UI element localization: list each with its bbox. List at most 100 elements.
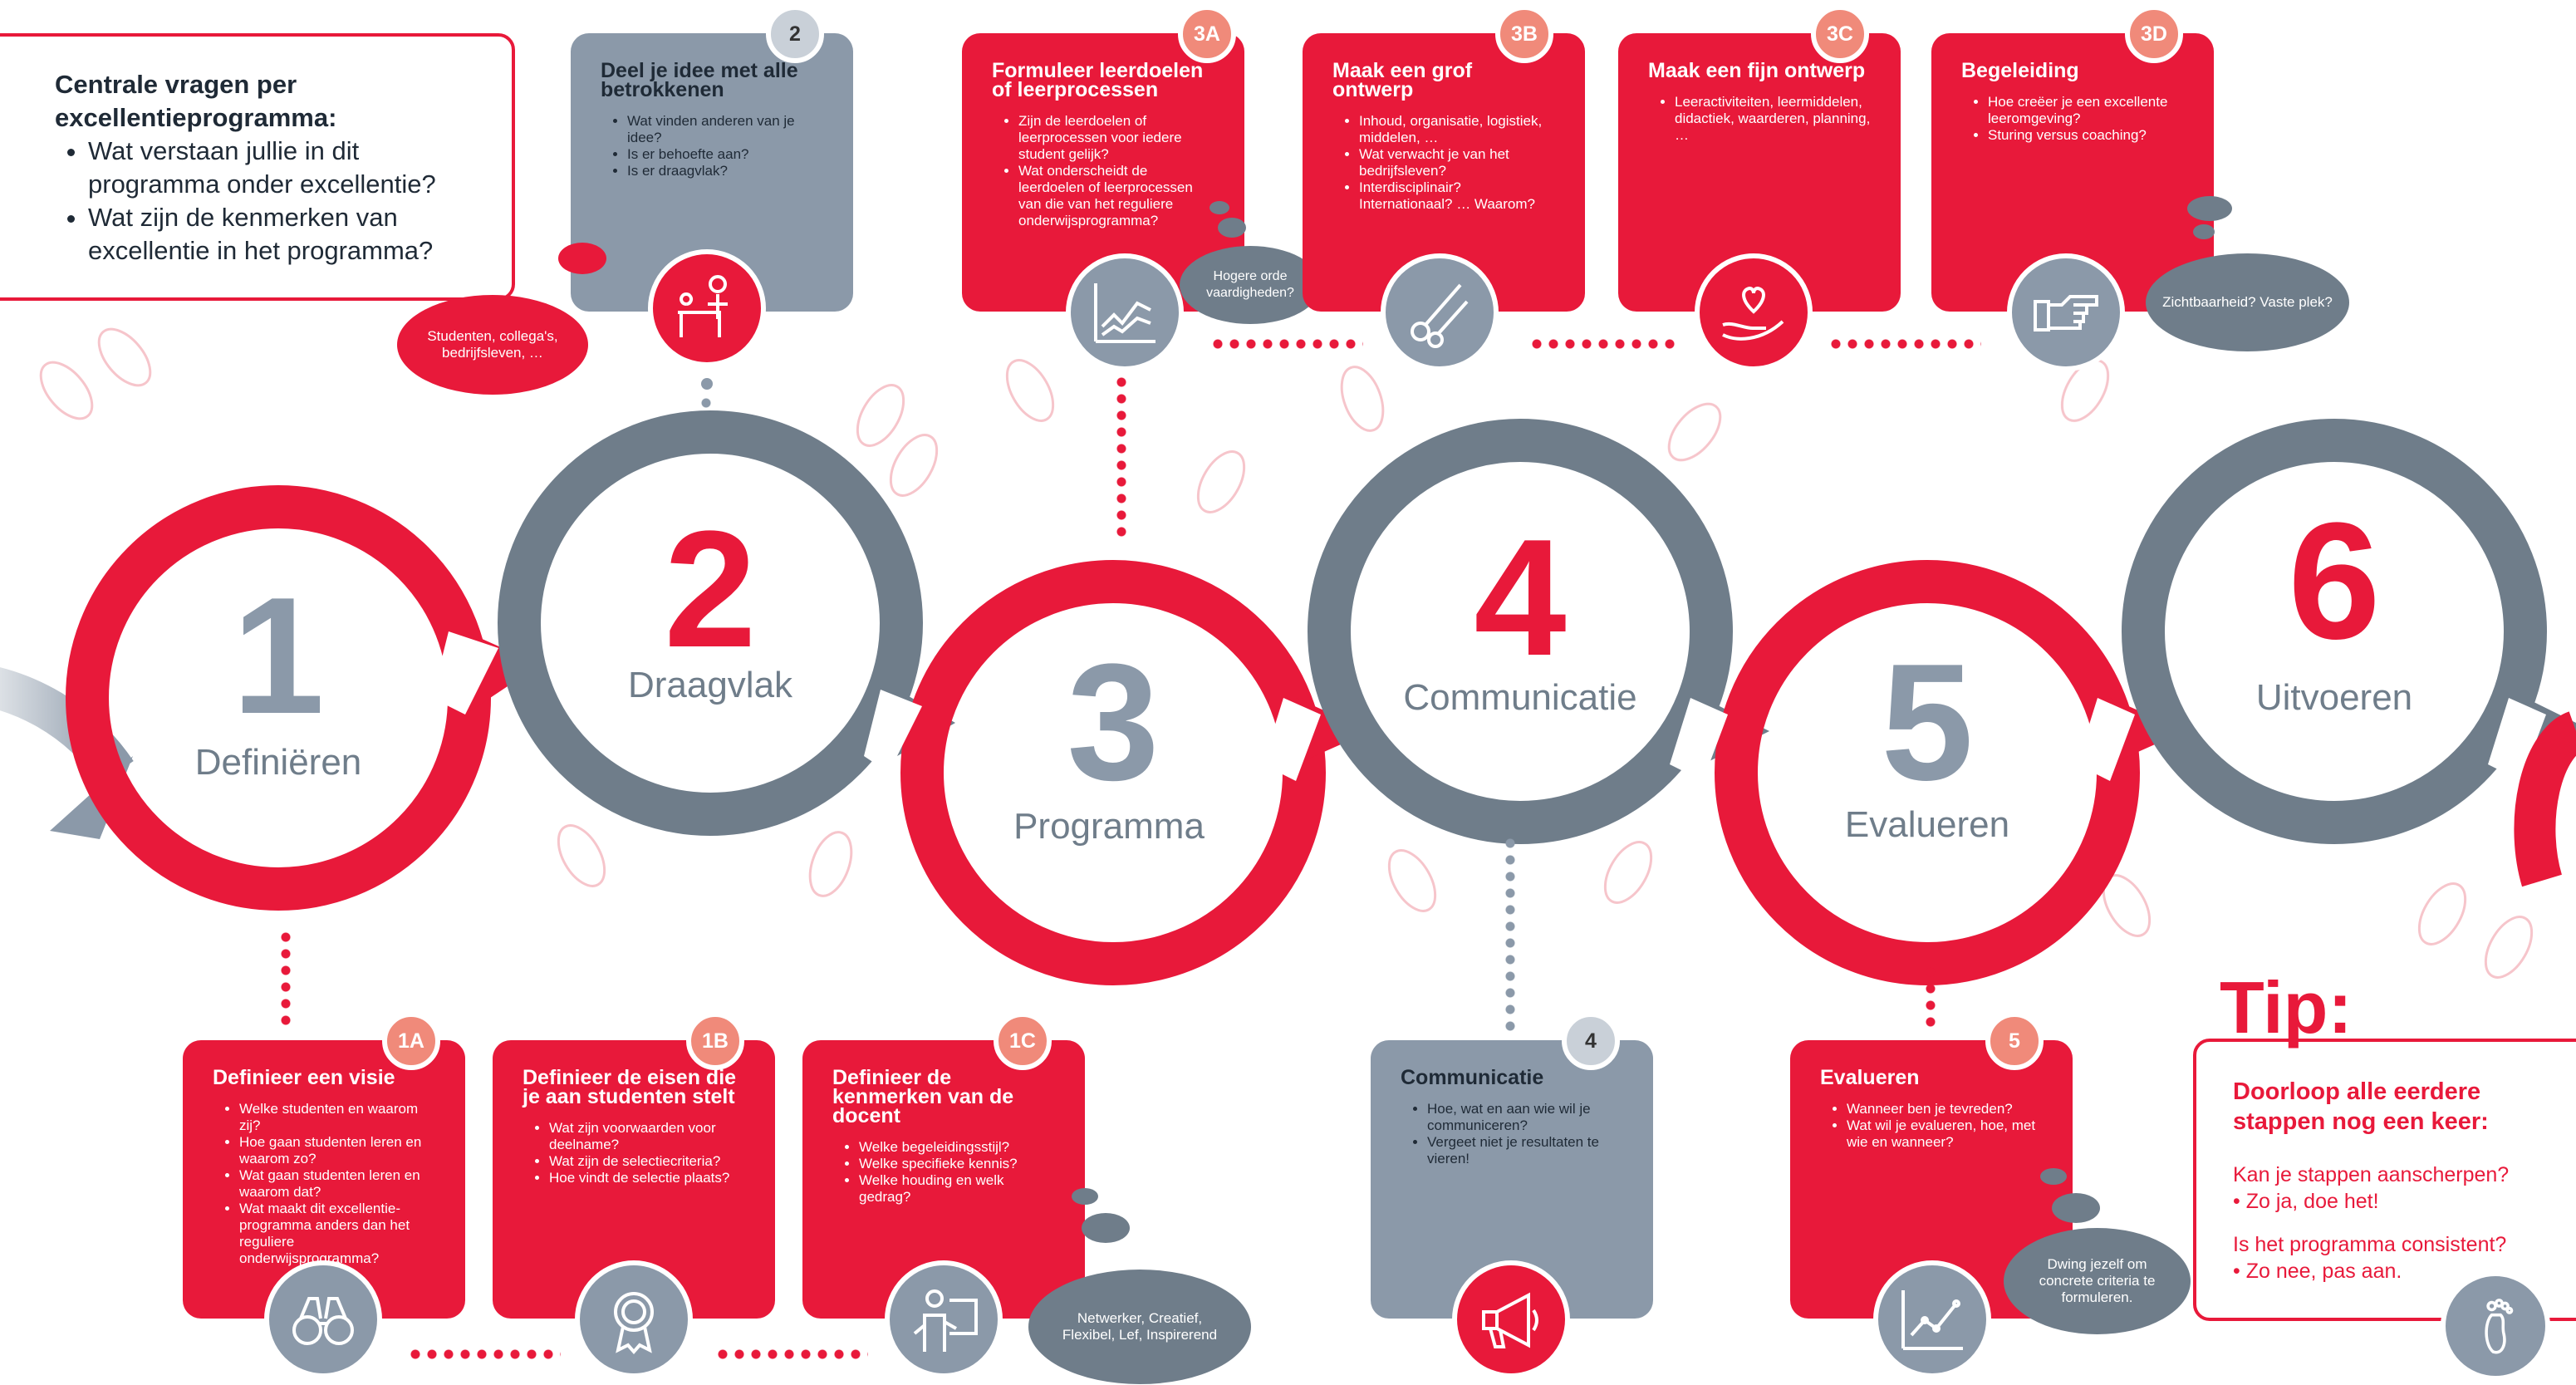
bubble-dot — [2193, 224, 2215, 239]
badge-1a: 1A — [382, 1012, 440, 1070]
card-item: Wat verwacht je van het bedrijfsleven? — [1359, 146, 1557, 179]
card-item: Hoe, wat en aan wie wil je communiceren? — [1427, 1101, 1625, 1134]
tip-heading: Tip: — [2220, 966, 2353, 1049]
ring-6 — [2122, 419, 2547, 844]
connector-3a-3b — [1209, 339, 1363, 349]
badge-4: 4 — [1562, 1012, 1620, 1070]
card-item: Wat wil je evalueren, hoe, met wie en wa… — [1847, 1117, 2044, 1151]
teacher-icon — [913, 1289, 978, 1352]
card-item: Is er behoefte aan? — [627, 146, 825, 163]
step-3-label: Programma — [1013, 806, 1205, 847]
card-title: Maak een fijn ontwerp — [1648, 59, 1866, 82]
bubble-dot — [1082, 1213, 1130, 1243]
card-title: Definieer de kenmerken van de docent — [832, 1066, 1014, 1127]
card-item: Zijn de leerdoelen of leerprocessen voor… — [1018, 113, 1216, 163]
card-title: Definieer een visie — [213, 1066, 395, 1089]
bubble-dot — [1218, 218, 1246, 238]
card-title: Evalueren — [1820, 1066, 1920, 1089]
intro-item: Wat zijn de kenmerken van excellentie in… — [88, 201, 495, 268]
step-4-number: 4 — [1474, 505, 1567, 690]
card-item: Wat maakt dit excellentie-programma ande… — [239, 1201, 437, 1267]
tip-question-1: Kan je stappen aanscherpen? — [2233, 1163, 2510, 1186]
ring-3 — [900, 560, 1326, 985]
connector-dot — [701, 378, 713, 390]
chart-icon — [1094, 283, 1156, 343]
badge-3a: 3A — [1178, 5, 1236, 63]
card-item: Wanneer ben je tevreden? — [1847, 1101, 2044, 1117]
icon-circle-1c — [885, 1260, 1003, 1378]
card-item: Interdisciplinair? Internationaal? … Waa… — [1359, 179, 1557, 213]
card-item: Hoe vindt de selectie plaats? — [549, 1170, 747, 1186]
icon-circle-1b — [575, 1260, 693, 1378]
connector-1 — [281, 929, 291, 1029]
bubble-criteria: Dwing jezelf om concrete criteria te for… — [2004, 1228, 2191, 1334]
badge-1c: 1C — [994, 1012, 1052, 1070]
bubble-dot — [2052, 1193, 2100, 1223]
tip-answer-1: Zo ja, doe het! — [2245, 1190, 2379, 1213]
card-item: Welke studenten en waarom zij? — [239, 1101, 437, 1134]
connector-1a-1b — [407, 1349, 561, 1359]
card-item: Wat zijn voorwaarden voor deelname? — [549, 1120, 747, 1153]
tip-answer-row: • Zo nee, pas aan. — [2233, 1260, 2402, 1283]
scissors-icon — [1411, 283, 1469, 348]
tip-answer-2: Zo nee, pas aan. — [2245, 1260, 2402, 1283]
pointing-hand-icon — [2034, 295, 2098, 332]
tip-answer-row: • Zo ja, doe het! — [2233, 1190, 2379, 1213]
step-4-label: Communicatie — [1403, 677, 1637, 718]
step-1-label: Definiëren — [194, 742, 362, 783]
connector-2 — [701, 395, 711, 411]
card-item: Wat onderscheidt de leerdoelen of leerpr… — [1018, 163, 1216, 229]
badge-1b: 1B — [686, 1012, 744, 1070]
badge-5: 5 — [1985, 1012, 2044, 1070]
card-item: Welke specifieke kennis? — [859, 1156, 1057, 1172]
step-5-number: 5 — [1881, 630, 1974, 815]
icon-circle-5 — [1873, 1260, 1991, 1378]
ring-4 — [1308, 419, 1733, 844]
footprint-icon — [2485, 1299, 2514, 1354]
card-item: Wat zijn de selectiecriteria? — [549, 1153, 747, 1170]
card-item: Hoe creëer je een excellente leeromgevin… — [1988, 94, 2186, 127]
heart-hand-icon — [1722, 286, 1784, 341]
badge-2: 2 — [766, 5, 824, 63]
card-item: Leeractiviteiten, leermiddelen, didactie… — [1675, 94, 1872, 144]
card-item: Hoe gaan studenten leren en waarom zo? — [239, 1134, 437, 1167]
card-title: Maak een grof ontwerp — [1332, 59, 1473, 101]
connector-1b-1c — [714, 1349, 868, 1359]
card-title: Definieer de eisen die je aan studenten … — [523, 1066, 737, 1108]
step-5-label: Evalueren — [1844, 804, 2010, 845]
card-item: Wat vinden anderen van je idee? — [627, 113, 825, 146]
tip-box: Doorloop alle eerdere stappen nog een ke… — [2193, 1039, 2576, 1321]
tip-question-2: Is het programma consistent? — [2233, 1233, 2507, 1256]
megaphone-icon — [1482, 1292, 1538, 1348]
bubble-zichtbaarheid: Zichtbaarheid? Vaste plek? — [2146, 253, 2349, 351]
icon-circle-2 — [648, 249, 766, 367]
intro-box: Centrale vragen per excellentieprogramma… — [0, 33, 515, 301]
bubble-dot — [2187, 196, 2232, 221]
connector-3b-3c — [1528, 339, 1678, 349]
card-item: Welke houding en welk gedrag? — [859, 1172, 1057, 1206]
connector-5 — [1926, 964, 1936, 1030]
connector-3c-3d — [1828, 339, 1981, 349]
ring-2 — [498, 410, 923, 836]
card-item: Is er draagvlak? — [627, 163, 825, 179]
card-item: Inhoud, organisatie, logistiek, middelen… — [1359, 113, 1557, 146]
binoculars-icon — [292, 1297, 354, 1345]
card-item: Sturing versus coaching? — [1988, 127, 2186, 144]
bubble-dot — [558, 243, 606, 274]
presentation-icon — [678, 275, 728, 337]
card-title: Formuleer leerdoelen of leerprocessen — [992, 59, 1204, 101]
card-title: Begeleiding — [1961, 59, 2079, 82]
footprints-background — [39, 327, 2534, 979]
tip-title: Doorloop alle eerdere stappen nog een ke… — [2233, 1078, 2489, 1135]
step-3-number: 3 — [1067, 630, 1160, 815]
intro-item: Wat verstaan jullie in dit programma ond… — [88, 135, 495, 201]
icon-circle-3a — [1066, 253, 1184, 371]
connector-4 — [1505, 835, 1515, 1034]
icon-circle-3c — [1695, 253, 1813, 371]
bubble-stakeholders: Studenten, collega's, bedrijfsleven, … — [397, 295, 588, 395]
badge-3c: 3C — [1811, 5, 1869, 63]
connector-3a — [1116, 374, 1126, 540]
bubble-dot — [1072, 1188, 1098, 1205]
card-title: Deel je idee met alle betrokkenen — [601, 59, 798, 101]
